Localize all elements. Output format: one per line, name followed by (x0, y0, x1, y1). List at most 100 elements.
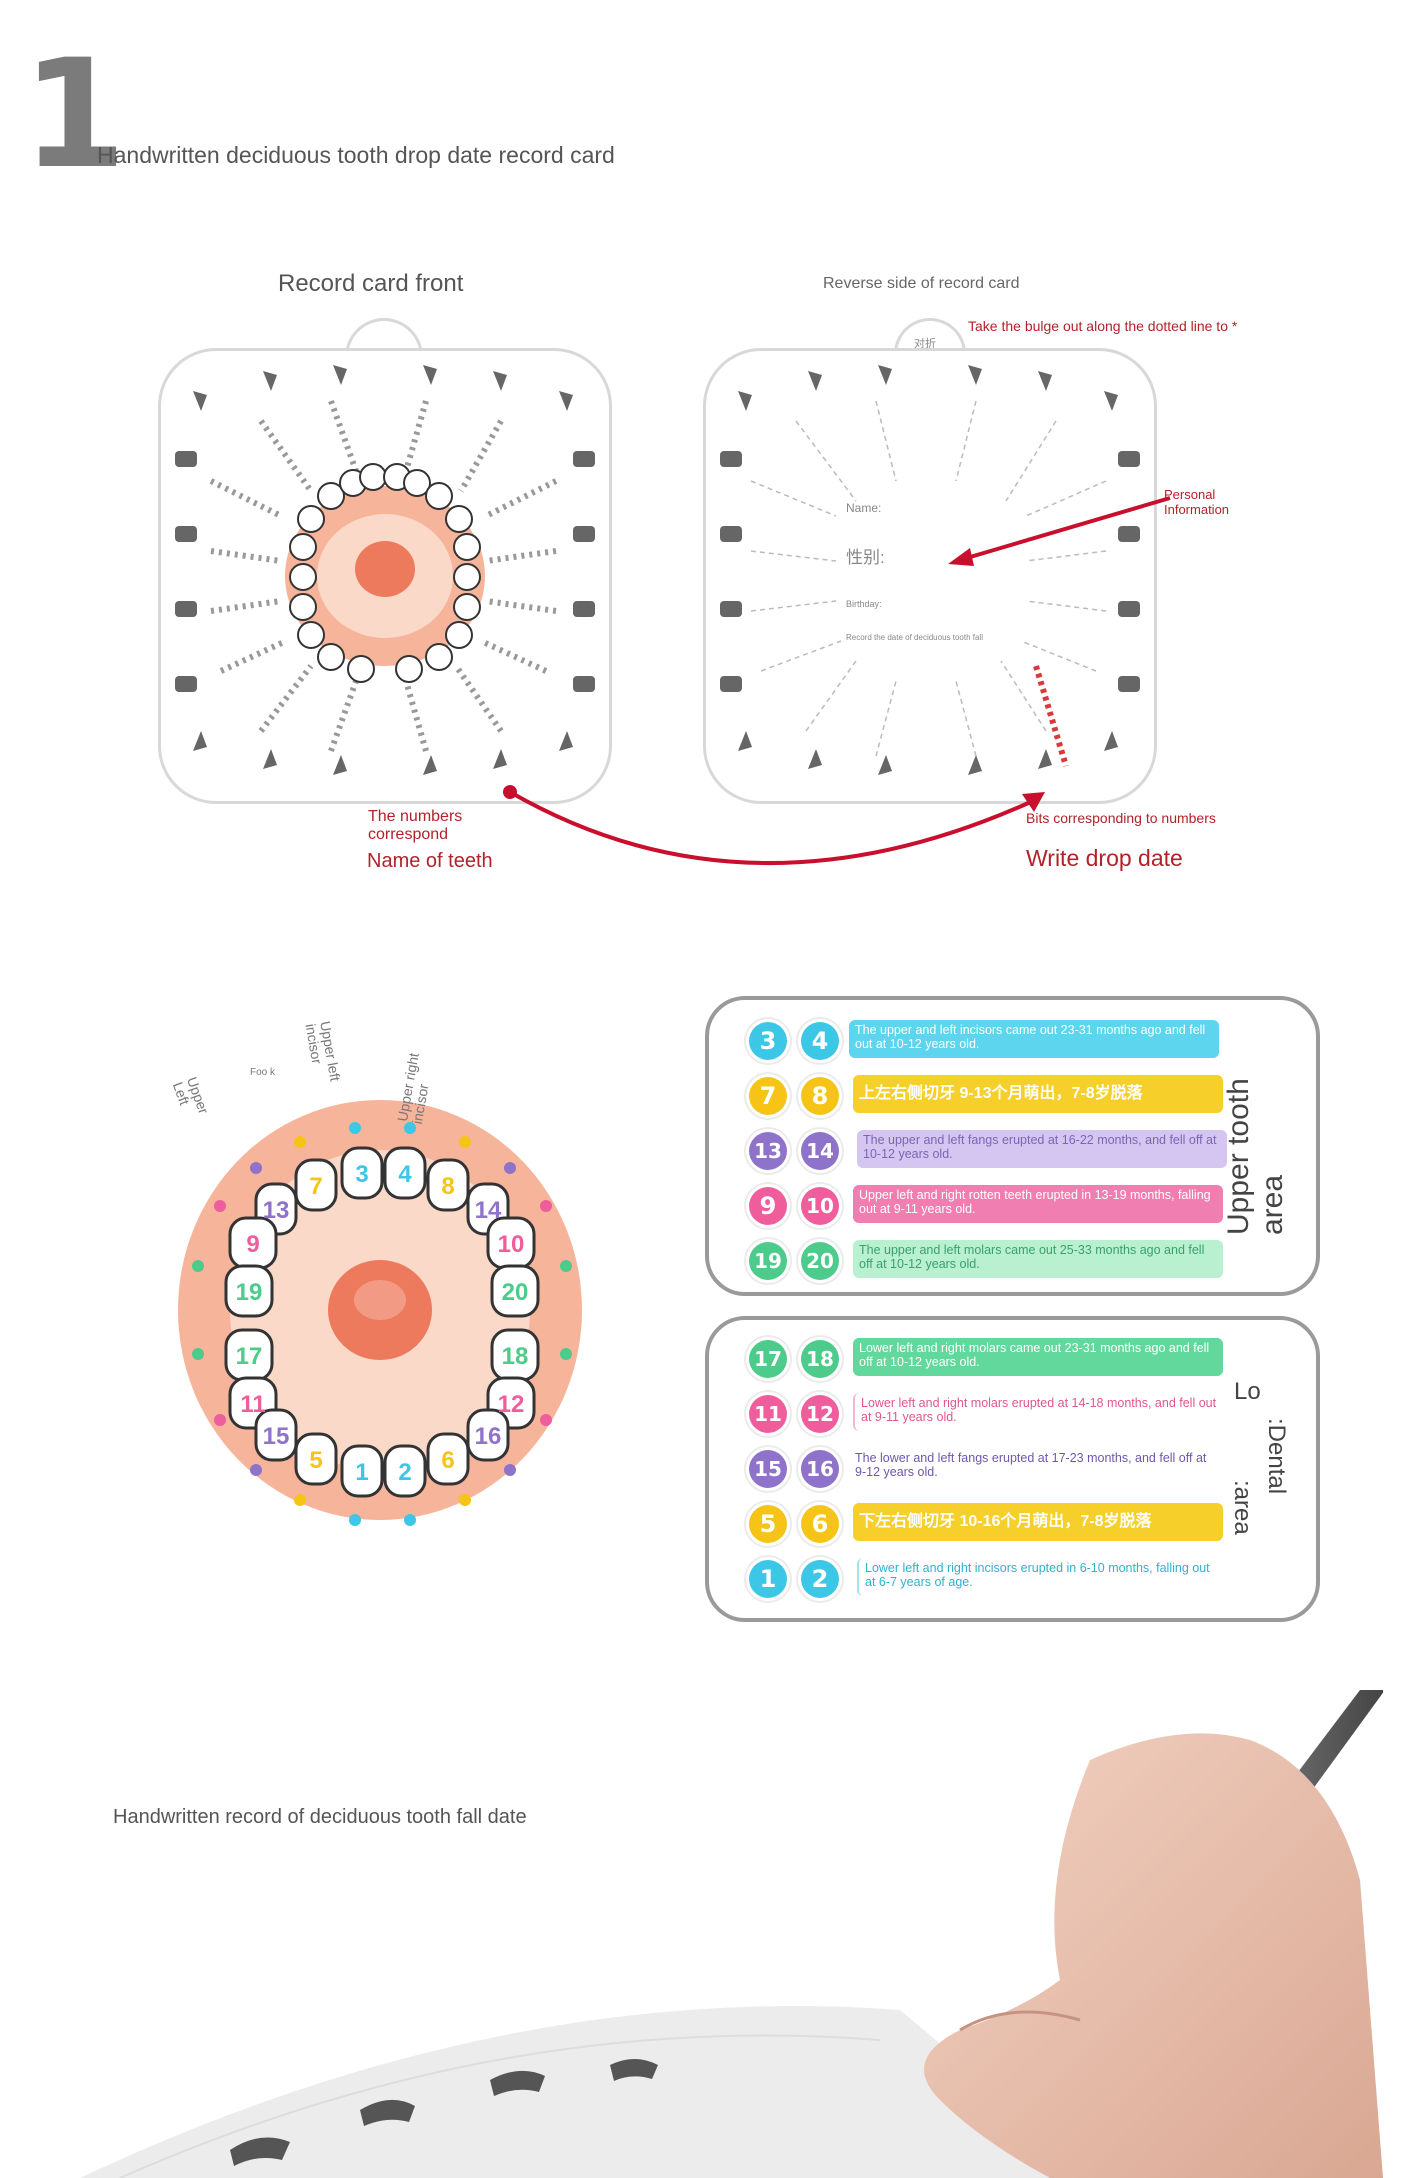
tooth-icon (573, 451, 595, 467)
tooth-info-bar: 上左右侧切牙 9-13个月萌出，7-8岁脱落 (853, 1075, 1223, 1113)
tooth-number: 13 (263, 1197, 290, 1224)
back-card-illustration (720, 365, 1140, 775)
tooth-info-bar: 下左右侧切牙 10-16个月萌出，7-8岁脱落 (853, 1503, 1223, 1541)
tooth-badge: 3 (749, 1022, 787, 1060)
birthday-label: Birthday: (846, 599, 882, 609)
tooth-badge: 2 (801, 1560, 839, 1598)
tooth-icon (423, 365, 437, 385)
tooth-icon (573, 601, 595, 617)
tooth-badge: 10 (801, 1187, 839, 1225)
tooth-number: 20 (502, 1279, 529, 1306)
write-drop-date-note: Write drop date (1026, 845, 1183, 871)
bits-corresponding-note: Bits corresponding to numbers (1026, 810, 1216, 826)
tooth-number: 11 (240, 1391, 265, 1418)
lower-tooth-area: 17 18 Lower left and right molars came o… (705, 1316, 1320, 1622)
numbers-correspond-note: The numbers correspond (368, 808, 463, 843)
list-item: 19 20 The upper and left molars came out… (749, 1236, 1229, 1288)
tooth-icon (175, 451, 197, 467)
list-item: 7 8 上左右侧切牙 9-13个月萌出，7-8岁脱落 (749, 1071, 1229, 1123)
tooth-badge: 18 (801, 1340, 839, 1378)
mouth-diagram: 3 4 7 8 13 14 9 10 19 20 17 18 11 12 15 … (178, 1100, 582, 1526)
tooth-icon (175, 526, 197, 542)
page-title: Handwritten deciduous tooth drop date re… (97, 142, 615, 168)
list-item: 17 18 Lower left and right molars came o… (749, 1334, 1229, 1386)
list-item: 3 4 The upper and left incisors came out… (749, 1016, 1229, 1068)
tooth-badge: 14 (801, 1132, 839, 1170)
name-of-teeth-note: Name of teeth (367, 850, 493, 872)
tooth-badge: 20 (801, 1242, 839, 1280)
tooth-badge: 11 (749, 1395, 787, 1433)
tooth-number: 1 (355, 1459, 368, 1486)
tooth-info-bar: The lower and left fangs erupted at 17-2… (849, 1448, 1219, 1486)
tooth-number: 6 (441, 1447, 454, 1474)
hand-writing-illustration (80, 1680, 1407, 2178)
tooth-info-bar: Lower left and right incisors erupted in… (857, 1558, 1227, 1596)
footer-caption: Handwritten record of deciduous tooth fa… (113, 1806, 527, 1828)
front-card (158, 348, 612, 804)
tooth-badge: 6 (801, 1505, 839, 1543)
tooth-badge: 4 (801, 1022, 839, 1060)
tooth-icon (423, 755, 437, 775)
tooth-number: 17 (236, 1343, 263, 1370)
tooth-badge: 1 (749, 1560, 787, 1598)
tooth-info-bar: Upper left and right rotten teeth erupte… (853, 1185, 1223, 1223)
tongue-shape (355, 541, 415, 597)
tooth-number: 12 (498, 1391, 525, 1418)
tooth-info-bar: Lower left and right molars erupted at 1… (853, 1393, 1223, 1431)
tooth-icon (193, 391, 207, 411)
tooth-icon (493, 371, 507, 391)
tooth-number: 16 (475, 1423, 502, 1450)
upper-area-label: Upper tooth area (1222, 1078, 1289, 1235)
tooth-icon (175, 601, 197, 617)
personal-info-arrow (948, 496, 1171, 566)
card-surface (80, 2006, 1100, 2178)
back-card: Name: 性别: Birthday: Record the date of d… (703, 348, 1157, 804)
tooth-info-bar: The upper and left molars came out 25-33… (853, 1240, 1223, 1278)
section-number: 1 (22, 28, 126, 202)
hand-shape (924, 1733, 1383, 2178)
connecting-arrow (503, 785, 1045, 865)
record-label: Record the date of deciduous tooth fall (846, 633, 983, 642)
tooth-number: 5 (309, 1447, 322, 1474)
gender-label: 性别: (846, 548, 885, 567)
tooth-number: 18 (502, 1343, 529, 1370)
tooth-icon (559, 391, 573, 411)
list-item: 11 12 Lower left and right molars erupte… (749, 1389, 1229, 1441)
tooth-info-bar: The upper and left fangs erupted at 16-2… (857, 1130, 1227, 1168)
list-item: 9 10 Upper left and right rotten teeth e… (749, 1181, 1229, 1233)
tooth-icon (263, 749, 277, 769)
front-title: Record card front (278, 270, 464, 297)
tooth-icon (333, 365, 347, 385)
tooth-icon (263, 371, 277, 391)
list-item: 5 6 下左右侧切牙 10-16个月萌出，7-8岁脱落 (749, 1499, 1229, 1551)
tooth-badge: 17 (749, 1340, 787, 1378)
tooth-info-bar: Lower left and right molars came out 23-… (853, 1338, 1223, 1376)
tooth-badge: 16 (801, 1450, 839, 1488)
tooth-number: 4 (398, 1161, 412, 1188)
upper-tooth-area: 3 4 The upper and left incisors came out… (705, 996, 1320, 1296)
front-card-illustration (175, 365, 595, 775)
red-highlight-line (1033, 665, 1069, 767)
foo-label: Foo k (250, 1067, 276, 1078)
tooth-info-bar: The upper and left incisors came out 23-… (849, 1020, 1219, 1058)
tooth-icon (493, 749, 507, 769)
list-item: 1 2 Lower left and right incisors erupte… (749, 1554, 1229, 1606)
tooth-icon (193, 731, 207, 751)
tooth-number: 8 (441, 1173, 454, 1200)
tooth-icon (573, 526, 595, 542)
list-item: 13 14 The upper and left fangs erupted a… (749, 1126, 1229, 1178)
tooth-number: 7 (309, 1173, 322, 1200)
tooth-number: 10 (498, 1231, 525, 1258)
tooth-badge: 19 (749, 1242, 787, 1280)
personal-info-note: Personal Information (1164, 487, 1230, 517)
fold-note: Take the bulge out along the dotted line… (968, 318, 1238, 334)
tab-label: 对折 (914, 338, 936, 350)
list-item: 15 16 The lower and left fangs erupted a… (749, 1444, 1229, 1496)
tooth-badge: 13 (749, 1132, 787, 1170)
back-title: Reverse side of record card (823, 275, 1020, 292)
tooth-badge: 15 (749, 1450, 787, 1488)
tooth-badge: 8 (801, 1077, 839, 1115)
tooth-icon (573, 676, 595, 692)
name-label: Name: (846, 501, 882, 515)
tooth-icon (559, 731, 573, 751)
